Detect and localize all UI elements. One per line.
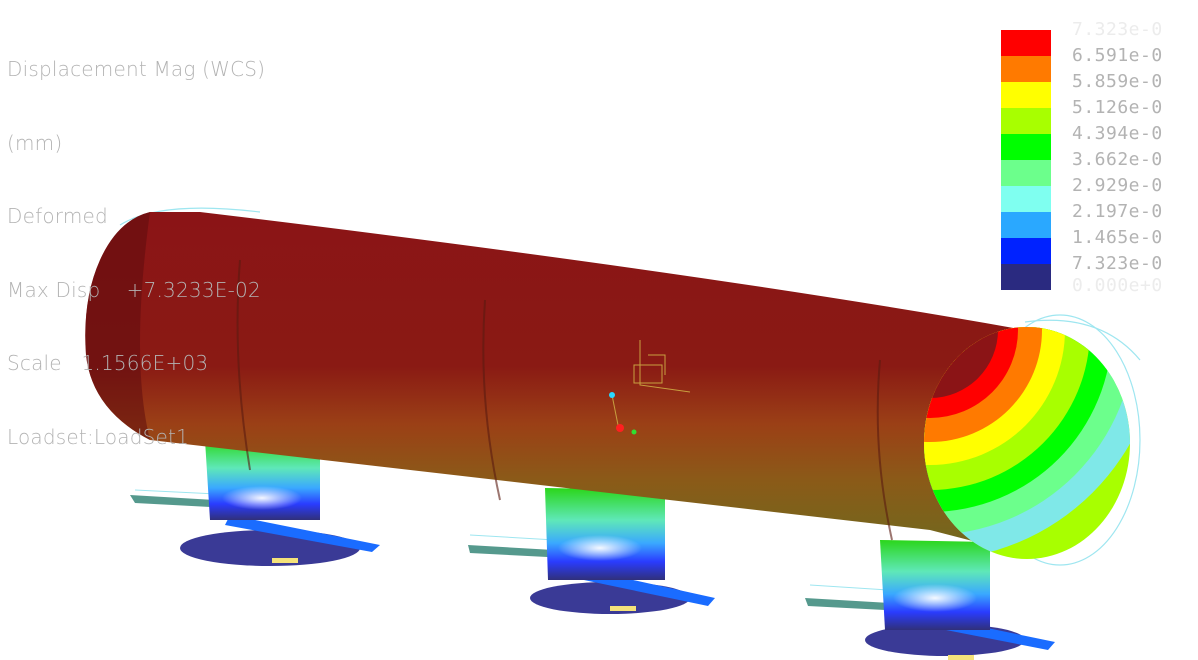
result-units-label: (mm) — [7, 130, 63, 155]
legend-label: 5.859e-0 — [1072, 71, 1163, 92]
legend-label: 0.000e+0 — [1072, 275, 1163, 296]
legend-label: 4.394e-0 — [1072, 123, 1163, 144]
legend-label: 2.929e-0 — [1072, 175, 1163, 196]
legend-swatch — [1001, 238, 1051, 264]
deformed-label: Deformed — [7, 204, 108, 228]
vessel-shell[interactable] — [85, 212, 1026, 555]
loadset-label: Loadset:LoadSet1 — [7, 424, 190, 449]
scale-label: Scale 1.1566E+03 — [7, 351, 209, 375]
legend-label: 1.465e-0 — [1072, 227, 1163, 248]
legend-label: 3.662e-0 — [1072, 149, 1163, 170]
legend-swatch — [1001, 264, 1051, 290]
saddle-support-middle[interactable] — [468, 488, 715, 614]
legend-label: 2.197e-0 — [1072, 201, 1163, 222]
max-disp-label: Max Disp +7.3233E-02 — [7, 277, 261, 302]
result-info-panel: Displacement Mag (WCS) (mm) Deformed Max… — [7, 8, 265, 474]
legend-label: 5.126e-0 — [1072, 97, 1163, 118]
legend-swatch — [1001, 186, 1051, 212]
saddle-support-left[interactable] — [130, 440, 380, 566]
saddle-support-right[interactable] — [805, 540, 1055, 660]
legend-label: 7.323e-0 — [1072, 253, 1163, 274]
legend-swatch — [1001, 56, 1051, 82]
legend-label: 7.323e-0 — [1072, 19, 1163, 40]
legend-swatch — [1001, 134, 1051, 160]
legend-swatch — [1001, 212, 1051, 238]
legend-swatch — [1001, 108, 1051, 134]
legend-swatch — [1001, 82, 1051, 108]
legend-swatch — [1001, 30, 1051, 56]
legend-label: 6.591e-0 — [1072, 45, 1163, 66]
coordinate-triad-icon — [609, 340, 691, 435]
result-quantity-label: Displacement Mag (WCS) — [7, 57, 266, 81]
legend-swatch — [1001, 160, 1051, 186]
